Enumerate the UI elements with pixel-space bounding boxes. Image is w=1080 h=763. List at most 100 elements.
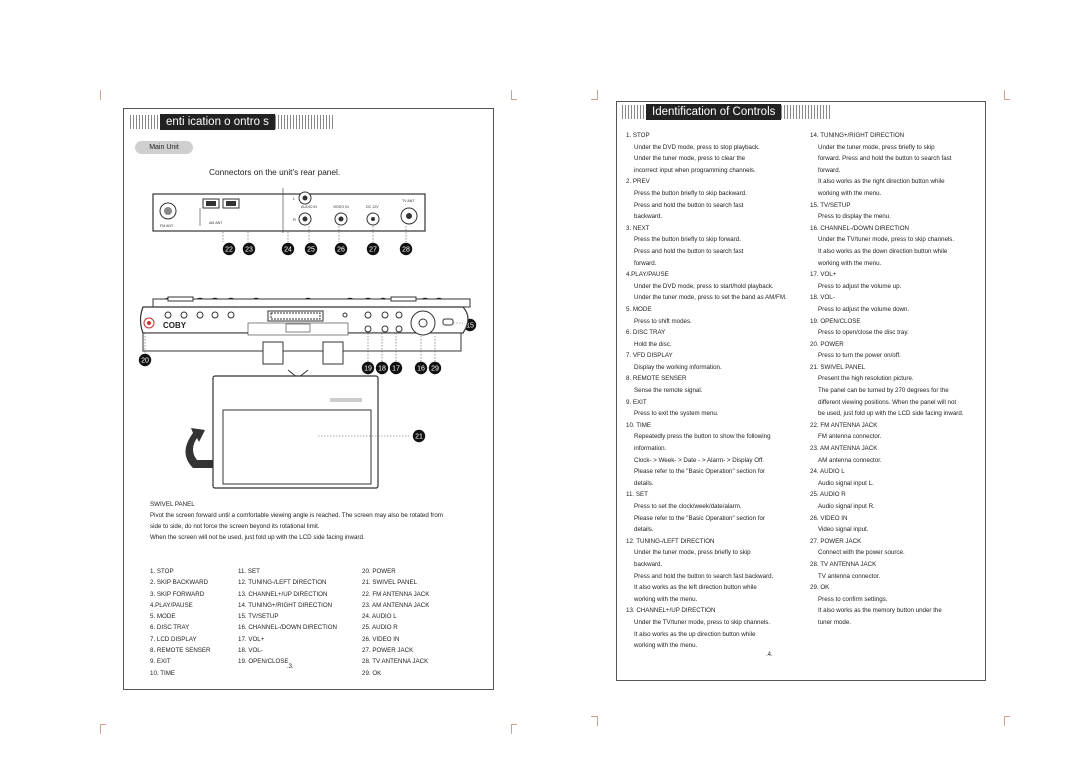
crop-mark	[511, 724, 512, 734]
callout-number: 24	[284, 247, 292, 254]
callout-circle	[412, 429, 426, 443]
control-list-item: 3. SKIP FORWARD	[150, 590, 205, 598]
control-list-item: 21. SWIVEL PANEL	[362, 579, 418, 587]
control-description: forward.	[818, 166, 841, 174]
control-description: Under the DVD mode, press to stop playba…	[634, 143, 760, 151]
control-description: AM antenna connector.	[818, 456, 882, 464]
left-page-header: enti ication o ontro s	[130, 114, 335, 130]
callout-number: 29	[431, 366, 439, 373]
callout-number: 20	[141, 358, 149, 365]
control-list-item: 14. TUNING+/RIGHT DIRECTION	[238, 601, 333, 609]
rear-label-video-in: VIDEO IN	[333, 205, 349, 209]
control-description: forward. Press and hold the button to se…	[818, 155, 952, 163]
header-hatch	[130, 115, 160, 129]
right-column-1: 1. STOP Under the DVD mode, press to stop…	[626, 130, 787, 652]
control-heading: 21. SWIVEL PANEL	[810, 363, 866, 371]
control-heading: 20. POWER	[810, 340, 844, 348]
crop-mark	[1004, 99, 1010, 100]
header-hatch	[622, 105, 646, 119]
callout-circle	[428, 361, 442, 375]
control-heading: 5. MODE	[626, 305, 652, 313]
control-description: Press and hold the button to search fast	[634, 247, 744, 255]
control-description: forward.	[634, 259, 657, 267]
control-heading: 23. AM ANTENNA JACK	[810, 445, 878, 453]
rear-label-am-ant: AM ANT	[209, 221, 223, 225]
control-list-item: 7. LCD DISPLAY	[150, 635, 197, 643]
control-description: Please refer to the "Basic Operation" se…	[634, 468, 765, 476]
crop-mark	[100, 724, 101, 734]
control-description: Audio signal input R.	[818, 503, 875, 510]
control-heading: 9. EXIT	[626, 398, 647, 406]
control-description: information.	[634, 445, 667, 453]
control-list-item: 19. OPEN/CLOSE	[238, 658, 289, 666]
control-heading: 25. AUDIO R	[810, 491, 846, 499]
control-heading: 27. POWER JACK	[810, 537, 862, 545]
control-description: Press to turn the power on/off.	[818, 352, 901, 360]
callout-number: 23	[245, 247, 253, 254]
rear-label-l: L	[293, 196, 296, 201]
callout-circle	[375, 361, 389, 375]
callout-number: 19	[364, 366, 372, 373]
control-description: working with the menu.	[634, 595, 698, 603]
control-description: Please refer to the "Basic Operation" se…	[634, 514, 765, 522]
control-description: TV antenna connector.	[818, 572, 881, 580]
callout-circle	[414, 361, 428, 375]
callout-circle	[222, 242, 236, 256]
swivel-screen	[185, 369, 411, 489]
rear-panel-caption: Connectors on the unit's rear panel.	[209, 167, 341, 177]
control-heading: 12. TUNING-/LEFT DIRECTION	[626, 537, 715, 545]
brand-logo: COBY	[163, 321, 187, 330]
lower-leader-lines	[367, 333, 436, 362]
main-unit-label: Main Unit	[135, 141, 193, 154]
control-heading: 8. REMOTE SENSER	[626, 375, 687, 383]
control-heading: 1. STOP	[626, 132, 650, 139]
callout-number: 21	[415, 434, 423, 441]
control-description: Press to set the clock/week/date/alarm.	[634, 503, 742, 510]
control-description: Press to display the menu.	[818, 213, 891, 221]
right-page-heading: Identification of Controls	[646, 104, 782, 120]
control-heading: 29. OK	[810, 584, 830, 592]
control-heading: 17. VOL+	[810, 271, 837, 279]
control-description: Sense the remote signal.	[634, 387, 703, 395]
callout-circle	[389, 361, 403, 375]
callout-circle	[399, 242, 413, 256]
control-list-item: 2. SKIP BACKWARD	[150, 579, 209, 587]
callout-number: 15	[466, 323, 474, 330]
control-description: Press to exit the system menu.	[634, 410, 719, 418]
control-heading: 22. FM ANTENNA JACK	[810, 421, 878, 429]
control-description: working with the menu.	[818, 259, 882, 267]
rear-label-r: R	[293, 217, 296, 222]
control-list-item: 11. SET	[238, 568, 260, 575]
control-description: backward.	[634, 560, 663, 568]
control-heading: 19. OPEN/CLOSE	[810, 317, 861, 325]
control-description: It also works as the left direction butt…	[634, 584, 757, 592]
control-description: Video signal input.	[818, 526, 869, 534]
rear-label-tv-ant: TV ANT	[402, 199, 415, 203]
control-heading: 26. VIDEO IN	[810, 514, 848, 522]
crop-mark	[100, 724, 106, 725]
callout-number: 27	[369, 247, 377, 254]
control-description: details.	[634, 526, 654, 534]
rear-label-dc-12v: DC 12V	[366, 205, 379, 209]
control-description: different viewing positions. When the pa…	[818, 398, 957, 406]
control-description: Under the TV/tuner mode, press to skip c…	[818, 236, 955, 244]
callout-number: 16	[417, 366, 425, 373]
control-description: working with the menu.	[634, 642, 698, 650]
control-list-item: 12. TUNING-/LEFT DIRECTION	[238, 579, 327, 587]
control-list-item: 26. VIDEO IN	[362, 635, 400, 643]
control-heading: 10. TIME	[626, 421, 651, 429]
callout-number: 25	[307, 247, 315, 254]
control-description: Connect with the power source.	[818, 549, 905, 557]
control-description: Press and hold the button to search fast…	[634, 572, 774, 580]
control-description: tuner mode.	[818, 618, 852, 626]
control-description: Under the tuner mode, press briefly to s…	[818, 143, 935, 151]
right-page-header: Identification of Controls	[622, 104, 832, 120]
rear-leader-lines	[222, 226, 407, 242]
control-description: working with the menu.	[818, 189, 882, 197]
callout-circle	[304, 242, 318, 256]
callout-circle	[361, 361, 375, 375]
control-description: Repeatedly press the button to show the …	[634, 433, 771, 441]
callout-number: 26	[337, 247, 345, 254]
